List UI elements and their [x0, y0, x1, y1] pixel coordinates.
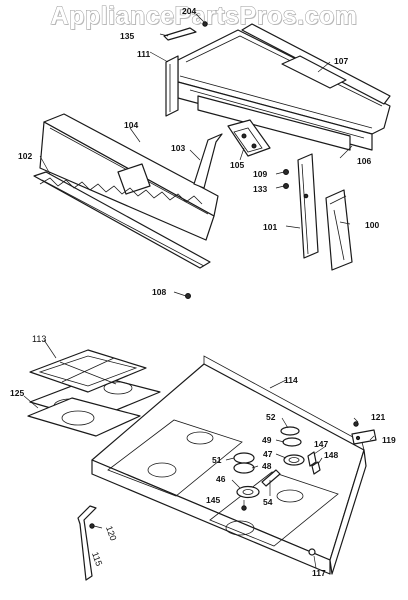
screw-109[interactable] [283, 169, 289, 175]
burner-base-46[interactable] [236, 485, 260, 499]
callout-103: 103 [171, 143, 185, 153]
callout-117: 117 [312, 568, 326, 578]
callout-49: 49 [262, 435, 272, 445]
callout-51: 51 [212, 455, 222, 465]
end-cap-left[interactable] [297, 153, 319, 259]
callout-109: 109 [253, 169, 267, 179]
support-bracket[interactable] [193, 133, 223, 189]
clip-145[interactable] [241, 505, 247, 511]
callout-114: 114 [284, 375, 298, 385]
callout-104: 104 [124, 120, 138, 130]
orifice-54[interactable] [261, 469, 281, 487]
callout-111: 111 [137, 49, 151, 59]
callout-107: 107 [334, 56, 348, 66]
hinge-bracket-119[interactable] [351, 429, 377, 445]
callout-52: 52 [266, 412, 276, 422]
burner-cap-51[interactable] [233, 452, 255, 464]
support-rod-115[interactable] [77, 505, 97, 581]
callout-102: 102 [18, 151, 32, 161]
screw-121[interactable] [353, 421, 359, 427]
callout-101: 101 [263, 222, 277, 232]
callout-133: 133 [253, 184, 267, 194]
callout-125: 125 [10, 388, 24, 398]
callout-119: 119 [382, 435, 396, 445]
screw-108[interactable] [185, 293, 191, 299]
cooktop-main[interactable] [91, 355, 367, 575]
end-cap-right[interactable] [325, 189, 353, 271]
callout-106: 106 [357, 156, 371, 166]
callout-labels: 204 135 111 107 104 103 102 105 106 109 … [10, 6, 396, 578]
callout-121: 121 [371, 412, 385, 422]
callout-135: 135 [120, 31, 134, 41]
screw-133[interactable] [283, 183, 289, 189]
callout-47: 47 [263, 449, 273, 459]
spring-147[interactable] [307, 451, 317, 467]
burner-base-47[interactable] [283, 454, 305, 466]
screw-117[interactable] [308, 548, 316, 556]
screw-120[interactable] [89, 523, 95, 529]
callout-46: 46 [216, 474, 226, 484]
callout-145-visible: 145 [206, 495, 220, 505]
callout-120: 120 [104, 525, 119, 543]
callout-100: 100 [365, 220, 379, 230]
top-clip[interactable] [163, 21, 208, 41]
callout-148: 148 [324, 450, 338, 460]
panel-trim-strip[interactable] [33, 171, 211, 269]
clock-module[interactable] [227, 119, 271, 157]
side-bracket-left[interactable] [165, 55, 179, 117]
control-panel[interactable] [39, 113, 219, 241]
burner-head-48[interactable] [233, 462, 255, 474]
leader-lines [23, 13, 375, 569]
burner-grate[interactable] [29, 349, 147, 393]
callout-48: 48 [262, 461, 272, 471]
callout-105: 105 [230, 160, 244, 170]
burner-head-49[interactable] [282, 437, 302, 447]
backguard-trim[interactable] [197, 95, 351, 151]
callout-108: 108 [152, 287, 166, 297]
burner-cap-52[interactable] [280, 426, 300, 436]
callout-113: 113 [32, 334, 46, 344]
clip-148[interactable] [311, 461, 321, 475]
callout-54: 54 [263, 497, 273, 507]
callout-147: 147 [314, 439, 328, 449]
burner-bowl-125[interactable] [27, 397, 141, 437]
callout-115: 115 [90, 551, 104, 568]
callout-204: 204 [182, 6, 196, 16]
